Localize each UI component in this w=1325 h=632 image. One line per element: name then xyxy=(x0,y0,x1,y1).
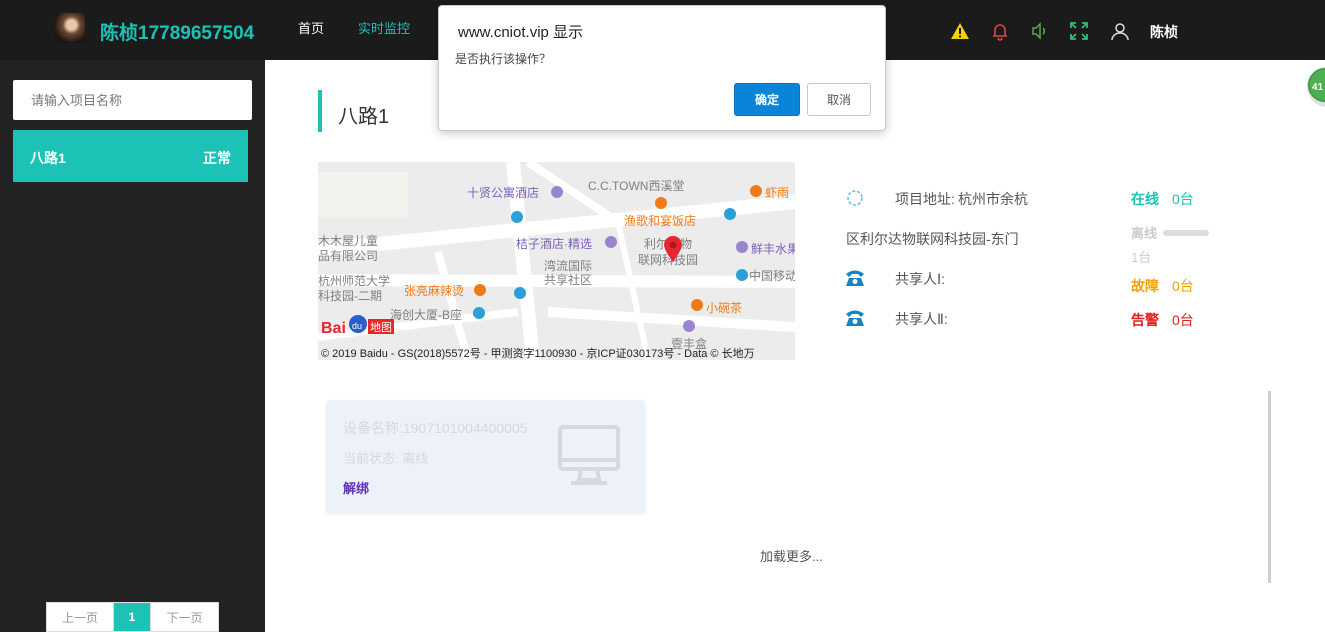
service-poi-icon xyxy=(736,269,748,281)
map-label: 鲜丰水果 xyxy=(751,242,795,256)
fault-count: 0台 xyxy=(1172,278,1194,294)
map-label: 小碗茶 xyxy=(706,301,743,315)
project-status: 正常 xyxy=(203,150,231,166)
address-value: 杭州市余杭 xyxy=(958,191,1028,207)
user-name[interactable]: 陈桢 xyxy=(1150,24,1178,40)
map-copyright: © 2019 Baidu - GS(2018)5572号 - 甲测资字11009… xyxy=(321,348,755,360)
phone-icon xyxy=(846,270,864,286)
location-marker-icon[interactable] xyxy=(663,235,683,263)
svg-text:du: du xyxy=(352,321,362,331)
map-label: 桔子酒店·精选 xyxy=(516,237,592,251)
map-label: 联网科技园 xyxy=(638,253,699,267)
map-label: 壹丰盒 xyxy=(671,337,708,351)
page-title: 八路1 xyxy=(318,90,389,132)
project-name: 八路1 xyxy=(30,150,66,166)
dialog-title: www.cniot.vip 显示 xyxy=(458,24,584,41)
online-count: 0台 xyxy=(1172,191,1194,207)
bell-icon[interactable] xyxy=(989,20,1011,42)
map-label: 湾流国际 xyxy=(544,259,593,273)
address-line2: 区利尔达物联网科技园-东门 xyxy=(846,231,1019,247)
page-1-button[interactable]: 1 xyxy=(114,603,151,631)
map-label: 科技园-二期 xyxy=(318,289,382,303)
search-input[interactable] xyxy=(13,80,252,120)
office-poi-icon xyxy=(473,307,485,319)
alarm-count: 0台 xyxy=(1172,312,1194,328)
unbind-link[interactable]: 解绑 xyxy=(343,481,370,496)
sharer-2-label: 共享人Ⅱ: xyxy=(895,311,948,327)
map-label: 木木屋儿童 xyxy=(318,234,379,248)
nav-home[interactable]: 首页 xyxy=(298,21,325,36)
parking-poi-icon xyxy=(724,208,736,220)
pagination: 上一页 1 下一页 xyxy=(46,602,219,632)
confirm-button[interactable]: 确定 xyxy=(734,83,800,116)
bus-stop-icon xyxy=(511,211,523,223)
baidu-map[interactable]: 十贤公寓酒店 C.C.TOWN西溪堂 虾雨 渔歌和宴饭店 木木屋儿童 品有限公司… xyxy=(318,162,795,360)
food-poi-icon xyxy=(750,185,762,197)
nav-realtime-monitor[interactable]: 实时监控 xyxy=(358,21,411,36)
svg-text:地图: 地图 xyxy=(370,321,392,334)
offline-progress-bar xyxy=(1163,230,1209,236)
map-roads xyxy=(318,162,795,360)
offline-label: 离线 xyxy=(1131,226,1158,241)
map-label: 杭州师范大学 xyxy=(318,274,391,288)
hotel-poi-icon xyxy=(551,186,563,198)
map-label: 中国移动 xyxy=(749,269,795,283)
svg-text:Bai: Bai xyxy=(321,320,346,337)
map-label: 虾雨 xyxy=(765,186,790,200)
scrollbar[interactable] xyxy=(1268,391,1271,583)
prev-page-button[interactable]: 上一页 xyxy=(47,603,114,631)
map-label: 十贤公寓酒店 xyxy=(467,186,540,200)
food-poi-icon xyxy=(655,197,667,209)
baidu-logo-icon: Bai du 地图 xyxy=(321,315,394,337)
offline-count: 1台 xyxy=(1131,250,1152,265)
avatar[interactable] xyxy=(55,13,85,43)
confirm-dialog: www.cniot.vip 显示 是否执行该操作？ 确定 取消 xyxy=(438,5,886,131)
hotel-poi-icon xyxy=(605,236,617,248)
map-label: 张亮麻辣烫 xyxy=(404,284,465,298)
phone-icon xyxy=(846,310,864,326)
alarm-label: 告警 xyxy=(1131,312,1159,328)
map-label: 渔歌和宴饭店 xyxy=(624,214,697,228)
fault-label: 故障 xyxy=(1131,278,1159,294)
sharer-1-label: 共享人Ⅰ: xyxy=(895,271,946,287)
address-label: 项目地址: xyxy=(895,191,955,207)
device-name: 设备名称:1907101004400005 xyxy=(343,420,528,436)
food-poi-icon xyxy=(474,284,486,296)
location-target-icon xyxy=(847,190,863,206)
device-card[interactable]: 设备名称:1907101004400005 当前状态: 离线 解绑 xyxy=(326,400,645,513)
shop-poi-icon xyxy=(683,320,695,332)
project-item[interactable]: 八路1 正常 xyxy=(13,130,248,182)
bus-stop-icon xyxy=(514,287,526,299)
speaker-icon[interactable] xyxy=(1029,20,1051,42)
brand-title: 陈桢17789657504 xyxy=(100,23,255,44)
shop-poi-icon xyxy=(736,241,748,253)
online-label: 在线 xyxy=(1131,191,1159,207)
map-label: 海创大厦-B座 xyxy=(390,308,463,322)
floating-badge[interactable]: 41 xyxy=(1307,67,1325,107)
next-page-button[interactable]: 下一页 xyxy=(166,610,203,625)
user-icon[interactable] xyxy=(1109,20,1131,42)
warning-icon[interactable] xyxy=(949,20,971,42)
map-label: C.C.TOWN西溪堂 xyxy=(588,179,685,193)
load-more-link[interactable]: 加载更多... xyxy=(760,549,823,564)
map-label: 共享社区 xyxy=(544,273,593,287)
monitor-icon xyxy=(558,425,620,485)
cancel-button[interactable]: 取消 xyxy=(807,83,871,116)
fullscreen-icon[interactable] xyxy=(1068,20,1090,42)
device-status: 当前状态: 离线 xyxy=(343,451,429,466)
map-label: 品有限公司 xyxy=(318,249,379,263)
food-poi-icon xyxy=(691,299,703,311)
dialog-message: 是否执行该操作？ xyxy=(455,52,552,66)
